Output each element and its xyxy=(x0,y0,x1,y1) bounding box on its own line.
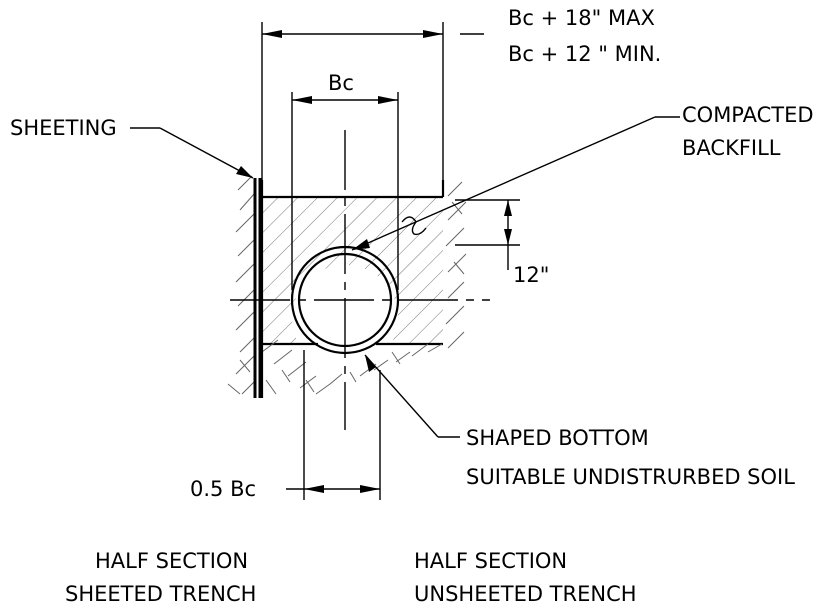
overall-width-dimension xyxy=(261,22,484,180)
half-bc-dimension xyxy=(286,350,381,500)
left-title-line2: SHEETED TRENCH xyxy=(65,582,256,606)
compacted-label-line2: BACKFILL xyxy=(682,136,781,160)
twelve-inch-label: 12" xyxy=(513,263,549,287)
right-title-line1: HALF SECTION xyxy=(414,549,567,573)
left-title-line1: HALF SECTION xyxy=(95,549,248,573)
backfill-region xyxy=(262,195,443,346)
half-bc-label: 0.5 Bc xyxy=(190,477,256,501)
sheeting-leader xyxy=(130,127,254,179)
sheeting-board xyxy=(253,178,262,398)
compacted-label-line1: COMPACTED xyxy=(682,103,814,127)
sheeting-label: SHEETING xyxy=(10,116,117,140)
dim-max-label: Bc + 18" MAX xyxy=(508,6,655,30)
trench-walls xyxy=(260,180,445,398)
compacted-backfill-leader xyxy=(351,116,680,251)
shaped-bottom-label-line1: SHAPED BOTTOM xyxy=(466,426,649,450)
bc-label: Bc xyxy=(328,71,354,95)
shaped-bottom-leader xyxy=(364,354,460,438)
dim-min-label: Bc + 12 " MIN. xyxy=(508,42,661,66)
shaped-bottom-label-line2: SUITABLE UNDISTRURBED SOIL xyxy=(466,465,795,489)
native-soil-hatching xyxy=(227,175,467,395)
twelve-inch-dimension xyxy=(455,199,520,270)
right-title-line2: UNSHEETED TRENCH xyxy=(414,582,637,606)
bc-dimension xyxy=(291,92,399,290)
centerlines xyxy=(230,130,490,430)
